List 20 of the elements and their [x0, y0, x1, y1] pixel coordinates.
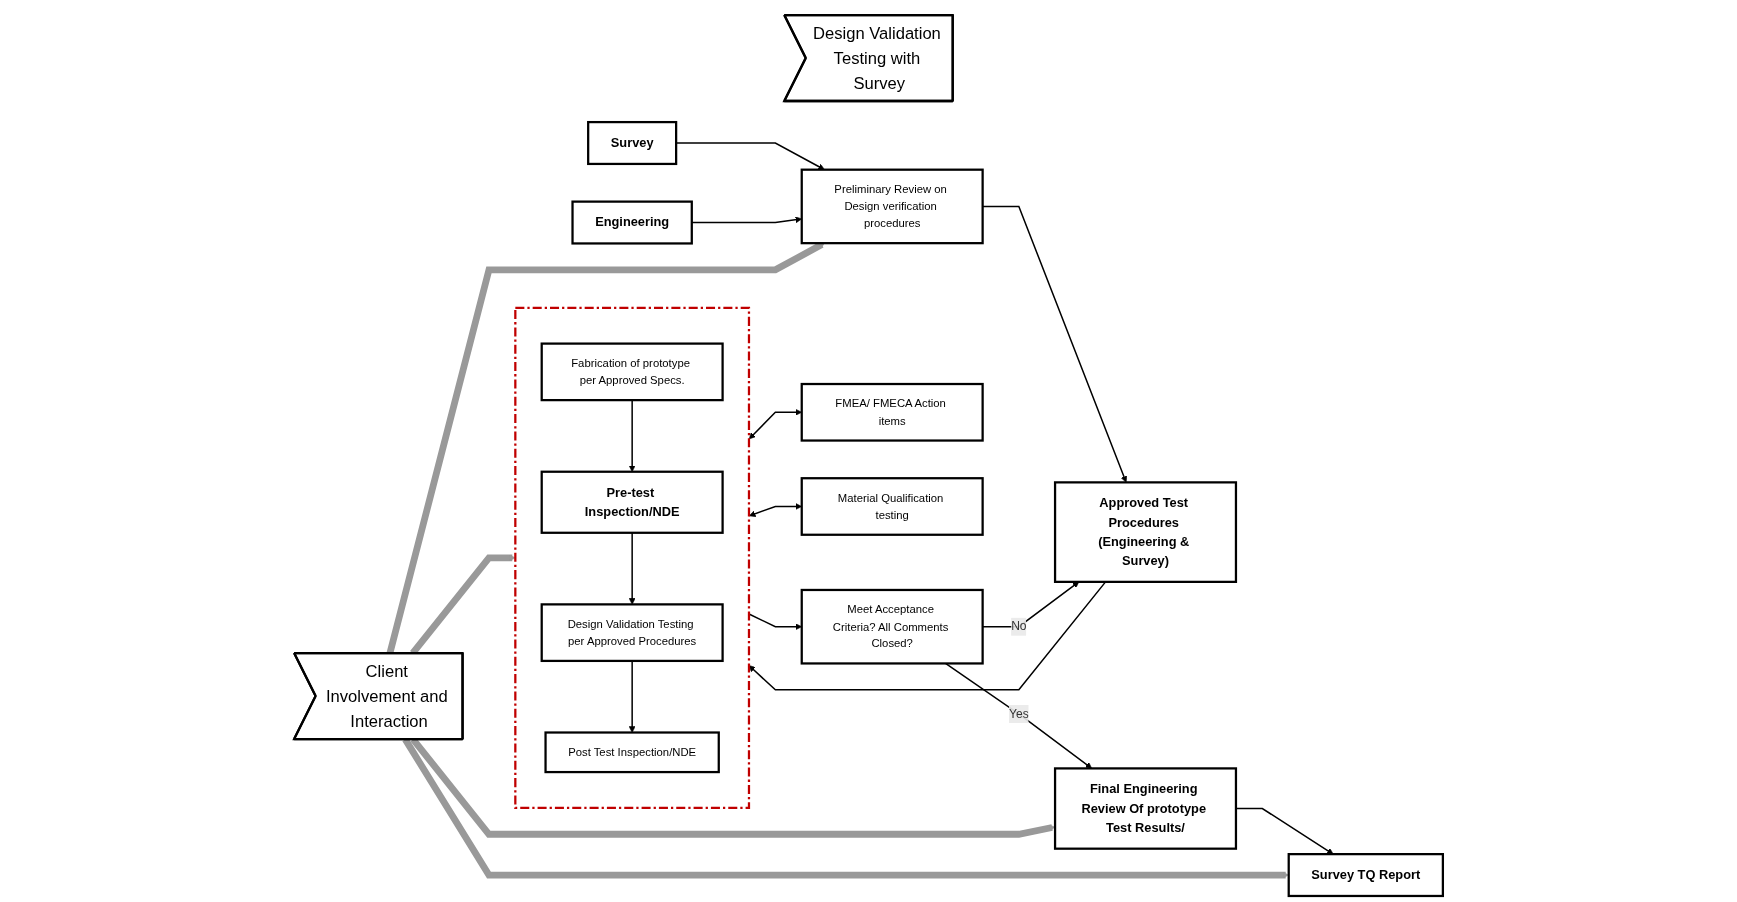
node-box: Fabrication of prototype per Approved Specs.: [540, 342, 724, 402]
arrow: [1235, 807, 1334, 855]
node-box: Final Engineering Review Of prototype Test Results/: [1053, 767, 1238, 850]
node-box: Post Test Inspection/NDE: [544, 731, 720, 774]
node-box: FMEA/ FMECA Action items: [800, 382, 984, 442]
node-box: Engineering: [571, 200, 693, 245]
node-box: Preliminary Review on Design verification procedures: [800, 168, 984, 245]
node-box: Meet Acceptance Criteria? All Comments Closed?: [800, 588, 984, 665]
cluster: [514, 306, 751, 809]
node-box: Survey TQ Report: [1287, 853, 1444, 898]
arrow: [628, 532, 636, 605]
node-box: Pre-test Inspection/NDE: [540, 470, 724, 534]
node-box: Design Validation Testing per Approved Procedures: [540, 603, 724, 663]
edge-label: Yes: [1009, 707, 1029, 720]
edge-label: No: [1011, 619, 1027, 633]
arrow: [748, 581, 1107, 691]
arrow: [628, 660, 636, 733]
node-box: Material Qualification testing: [800, 477, 984, 536]
node-box: Survey: [587, 120, 678, 166]
node-box: Approved Test Procedures (Engineering & Survey): [1053, 481, 1238, 583]
